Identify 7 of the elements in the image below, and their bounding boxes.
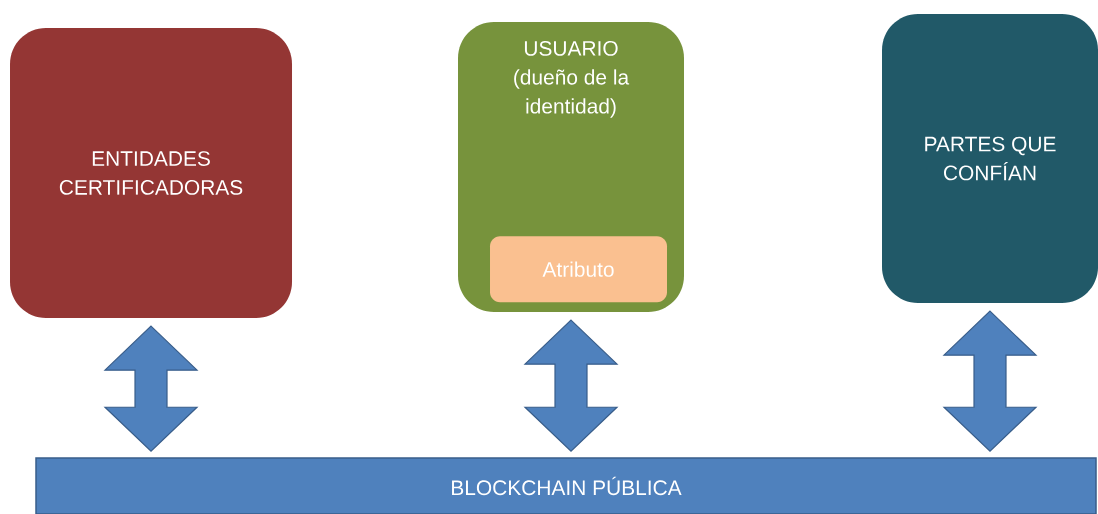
double-arrow [103,325,199,453]
attribute-box: Atributo [490,236,667,303]
double-arrow [942,310,1038,453]
party-box: PARTES QUE CONFÍAN [882,14,1098,303]
blockchain-bar: BLOCKCHAIN PÚBLICA [35,457,1097,514]
double-arrow [523,319,619,453]
entity-box: ENTIDADES CERTIFICADORAS [10,28,292,318]
